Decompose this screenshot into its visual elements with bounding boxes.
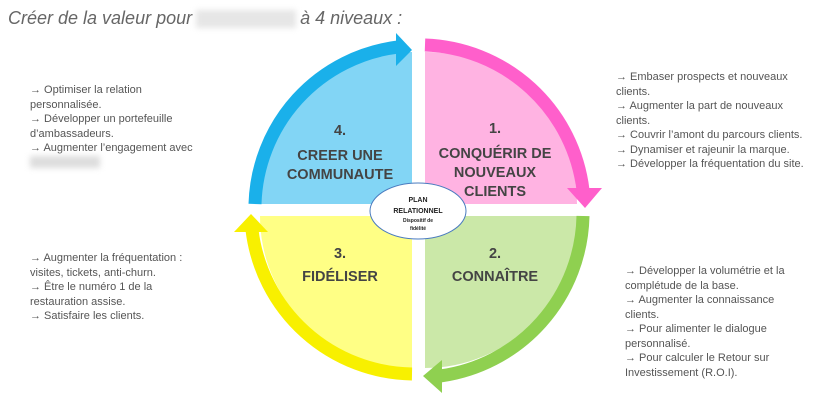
quadrant-number: 3. [334, 246, 346, 262]
quadrant-number: 4. [334, 123, 346, 139]
note-item: → Pour alimenter le dialogue personnalis… [625, 323, 767, 350]
note-item: → Augmenter la connaissance clients. [625, 294, 775, 321]
note-item: → Augmenter la part de nouveaux clients. [616, 100, 783, 127]
quadrant-label: CREER UNE [297, 148, 383, 164]
arrow-know [423, 215, 590, 393]
note-item: → Couvrir l’amont du parcours clients. [616, 129, 803, 141]
notes-community: → Optimiser la relation personnalisée. →… [30, 83, 210, 168]
quadrant-community [260, 52, 412, 204]
note-item: → Être le numéro 1 de la restauration as… [30, 281, 153, 308]
redacted-text [30, 155, 100, 168]
quadrant-label: NOUVEAUX [454, 165, 537, 181]
title-start: Créer de la valeur pour [8, 8, 193, 28]
arrow-loyalty [234, 214, 413, 381]
notes-know: → Développer la volumétrie et la complét… [625, 264, 805, 380]
arrow-conquer [424, 38, 602, 208]
quadrant-know [425, 216, 577, 368]
arrow-community [248, 33, 412, 205]
center-label: RELATIONNEL [393, 208, 443, 215]
quadrant-label: CONNAÎTRE [452, 267, 539, 285]
page-title: Créer de la valeur pour à 4 niveaux : [8, 8, 402, 29]
quadrant-number: 2. [489, 246, 501, 262]
quadrant-label: COMMUNAUTE [287, 167, 394, 183]
note-item: → Développer un portefeuille d’ambassade… [30, 113, 173, 140]
note-item: → Augmenter l’engagement avec [30, 142, 193, 154]
note-item: → Augmenter la fréquentation : visites, … [30, 252, 183, 279]
center-badge [369, 182, 467, 240]
center-label: PLAN [408, 197, 427, 204]
quadrant-label: FIDÉLISER [302, 268, 378, 285]
note-item: → Dynamiser et rajeunir la marque. [616, 143, 790, 156]
note-item: → Embaser prospects et nouveaux clients. [616, 71, 788, 98]
quadrant-loyalty [260, 216, 412, 368]
note-item: → Satisfaire les clients. [30, 310, 145, 322]
note-item: → Optimiser la relation personnalisée. [30, 84, 142, 111]
redacted-brand [196, 10, 297, 29]
center-label: Dispositif de [403, 218, 433, 224]
center-label: fidélité [410, 226, 426, 232]
quadrant-conquer [425, 52, 577, 204]
quadrant-number: 1. [489, 121, 501, 137]
notes-conquer: → Embaser prospects et nouveaux clients.… [616, 70, 806, 172]
title-end: à 4 niveaux : [300, 8, 403, 28]
notes-loyalty: → Augmenter la fréquentation : visites, … [30, 251, 205, 324]
note-item: → Développer la fréquentation du site. [616, 158, 804, 170]
note-item: → Pour calculer le Retour sur Investisse… [625, 352, 770, 379]
quadrant-label: CLIENTS [464, 184, 526, 200]
quadrant-label: CONQUÉRIR DE [439, 145, 552, 162]
note-item: → Développer la volumétrie et la complét… [625, 265, 785, 292]
